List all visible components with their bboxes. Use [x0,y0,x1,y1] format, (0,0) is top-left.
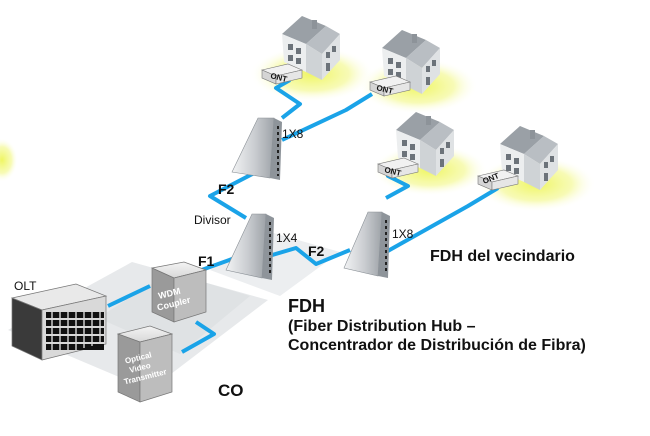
splitter-1x8-right [343,211,390,278]
fiber-f2-right [261,246,351,266]
fdh-title: FDH [288,296,325,316]
fiber-wdm-ovt [181,320,216,354]
co-label: CO [218,381,244,400]
house-right: ONT [477,126,558,191]
wdm-coupler-box [150,261,208,323]
olt-label: OLT [14,279,37,293]
fdh-ground-plane [210,232,340,296]
fiber-top-right-house [281,92,374,142]
house-middle: ONT [377,112,454,179]
splitter-1x8-top [231,117,282,180]
fiber-f2-upper [208,168,261,220]
f2-upper-label: F2 [218,181,235,197]
fdh-subtitle-line2: Concentrador de Distribución de Fibra) [288,337,586,354]
fiber-top-left-house [274,78,302,120]
ont-label: ONT [270,71,289,84]
ratio-1x8-right-label: 1X8 [392,227,414,241]
neighborhood-fdh-label: FDH del vecindario [430,248,575,265]
splitter-1x4 [225,213,274,280]
ont-label: ONT [384,165,403,178]
ratio-1x8-top-label: 1X8 [282,127,304,141]
fiber-right-house [385,186,500,254]
f2-right-label: F2 [308,243,325,259]
optical-video-transmitter-box [116,325,174,403]
ont-label: ONT [376,83,395,96]
olt-rack [10,283,108,361]
fiber-olt-wdm [107,284,151,308]
f1-label: F1 [198,253,215,269]
fdh-subtitle-line1: (Fiber Distribution Hub – [288,318,476,335]
house-top-left: ONT [261,16,340,85]
divisor-label: Divisor [194,213,231,227]
ratio-1x4-label: 1X4 [276,231,298,245]
house-top-right: ONT [369,30,440,97]
